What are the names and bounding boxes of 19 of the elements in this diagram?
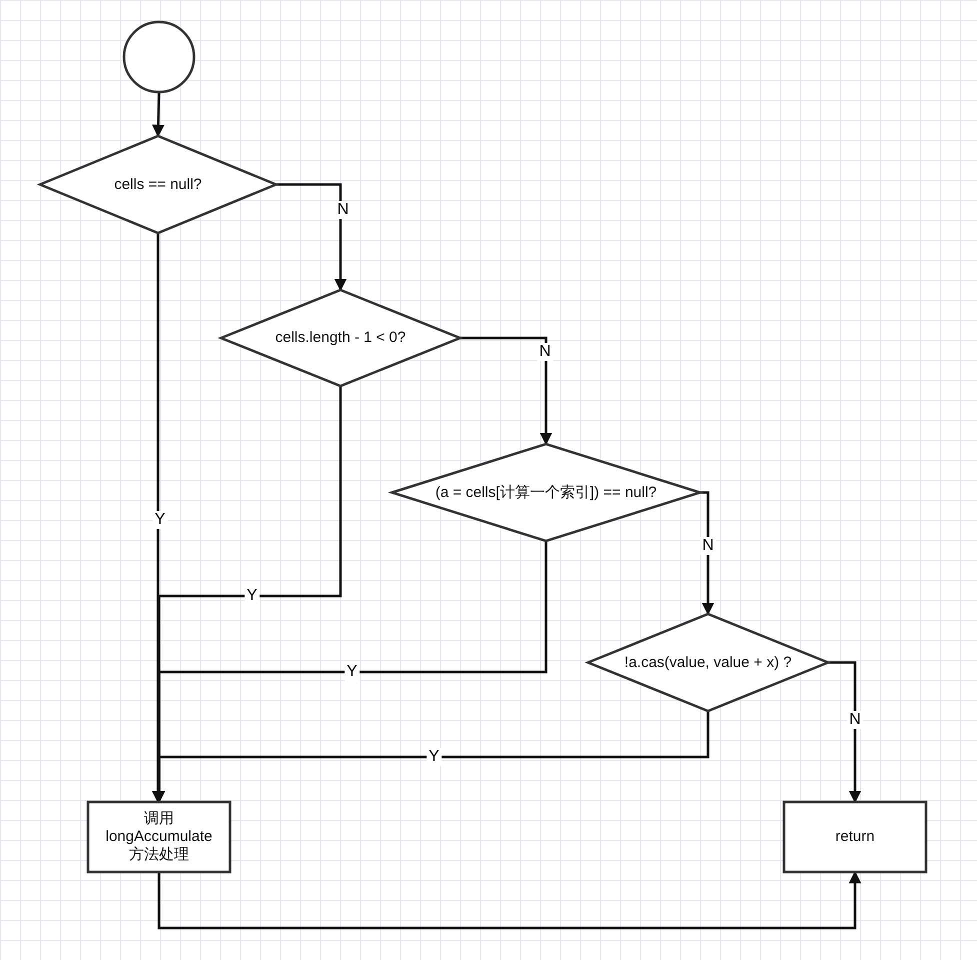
edge-label: N <box>847 711 863 729</box>
node-label: 调用 longAccumulate 方法处理 <box>104 810 214 864</box>
process-box <box>88 802 230 872</box>
node-label: cells == null? <box>114 176 202 194</box>
node-label: cells.length - 1 < 0? <box>275 329 406 347</box>
arrow <box>460 336 552 446</box>
edge-label: N <box>537 343 553 361</box>
edge-label: Y <box>152 511 168 529</box>
edge-label: N <box>700 537 716 555</box>
arrow <box>700 491 714 616</box>
node-label: return <box>835 828 875 846</box>
edge-label: Y <box>344 663 360 681</box>
node-label: !a.cas(value, value + x) ? <box>624 654 792 672</box>
edge-label: Y <box>426 748 442 766</box>
arrow <box>152 92 164 138</box>
process-box <box>784 802 926 872</box>
start-circle <box>124 22 194 92</box>
arrow <box>828 661 862 804</box>
arrow <box>276 183 347 292</box>
